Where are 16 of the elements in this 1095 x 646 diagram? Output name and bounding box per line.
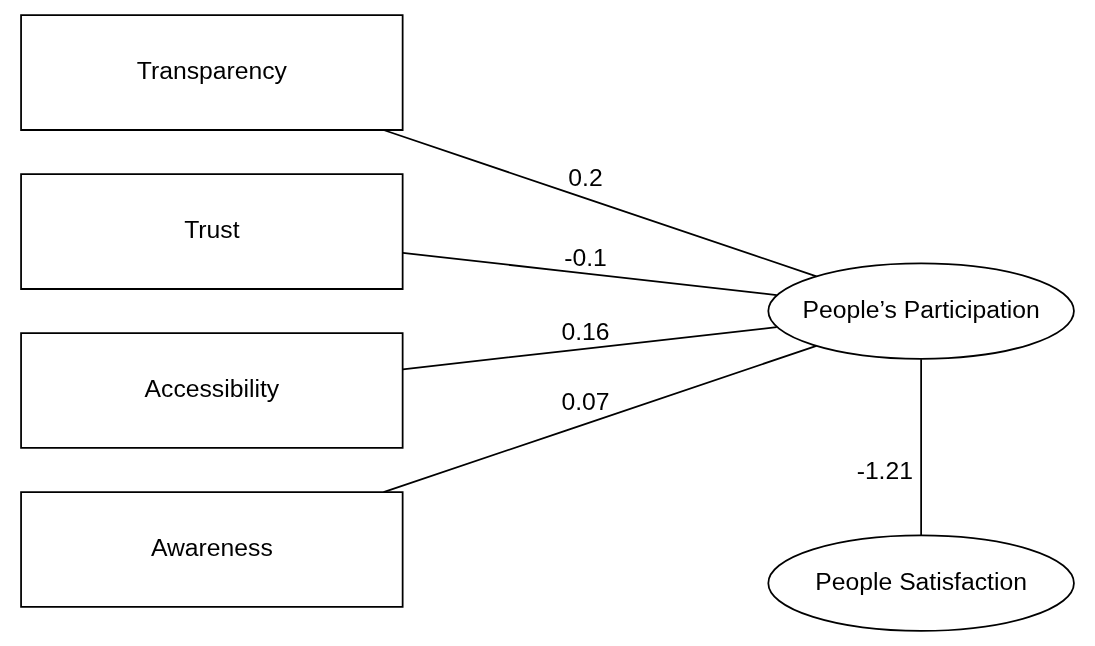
connector [382,129,818,278]
node-ellipse: People’s Participation [767,262,1075,360]
edge-label: 0.07 [561,388,610,416]
edge-label: 0.2 [568,164,603,191]
node-box: Trust [20,173,404,290]
edge-label: 0.16 [561,317,610,345]
node-ellipse: People Satisfaction [767,534,1075,632]
edge-label: -1.21 [856,456,913,484]
node-box: Awareness [20,491,404,608]
connector [401,252,778,296]
connector [401,326,778,371]
edge-label: -0.1 [564,243,607,271]
node-box: Transparency [20,14,404,131]
connector [920,358,922,537]
connector [382,344,818,493]
node-box: Accessibility [20,332,404,449]
